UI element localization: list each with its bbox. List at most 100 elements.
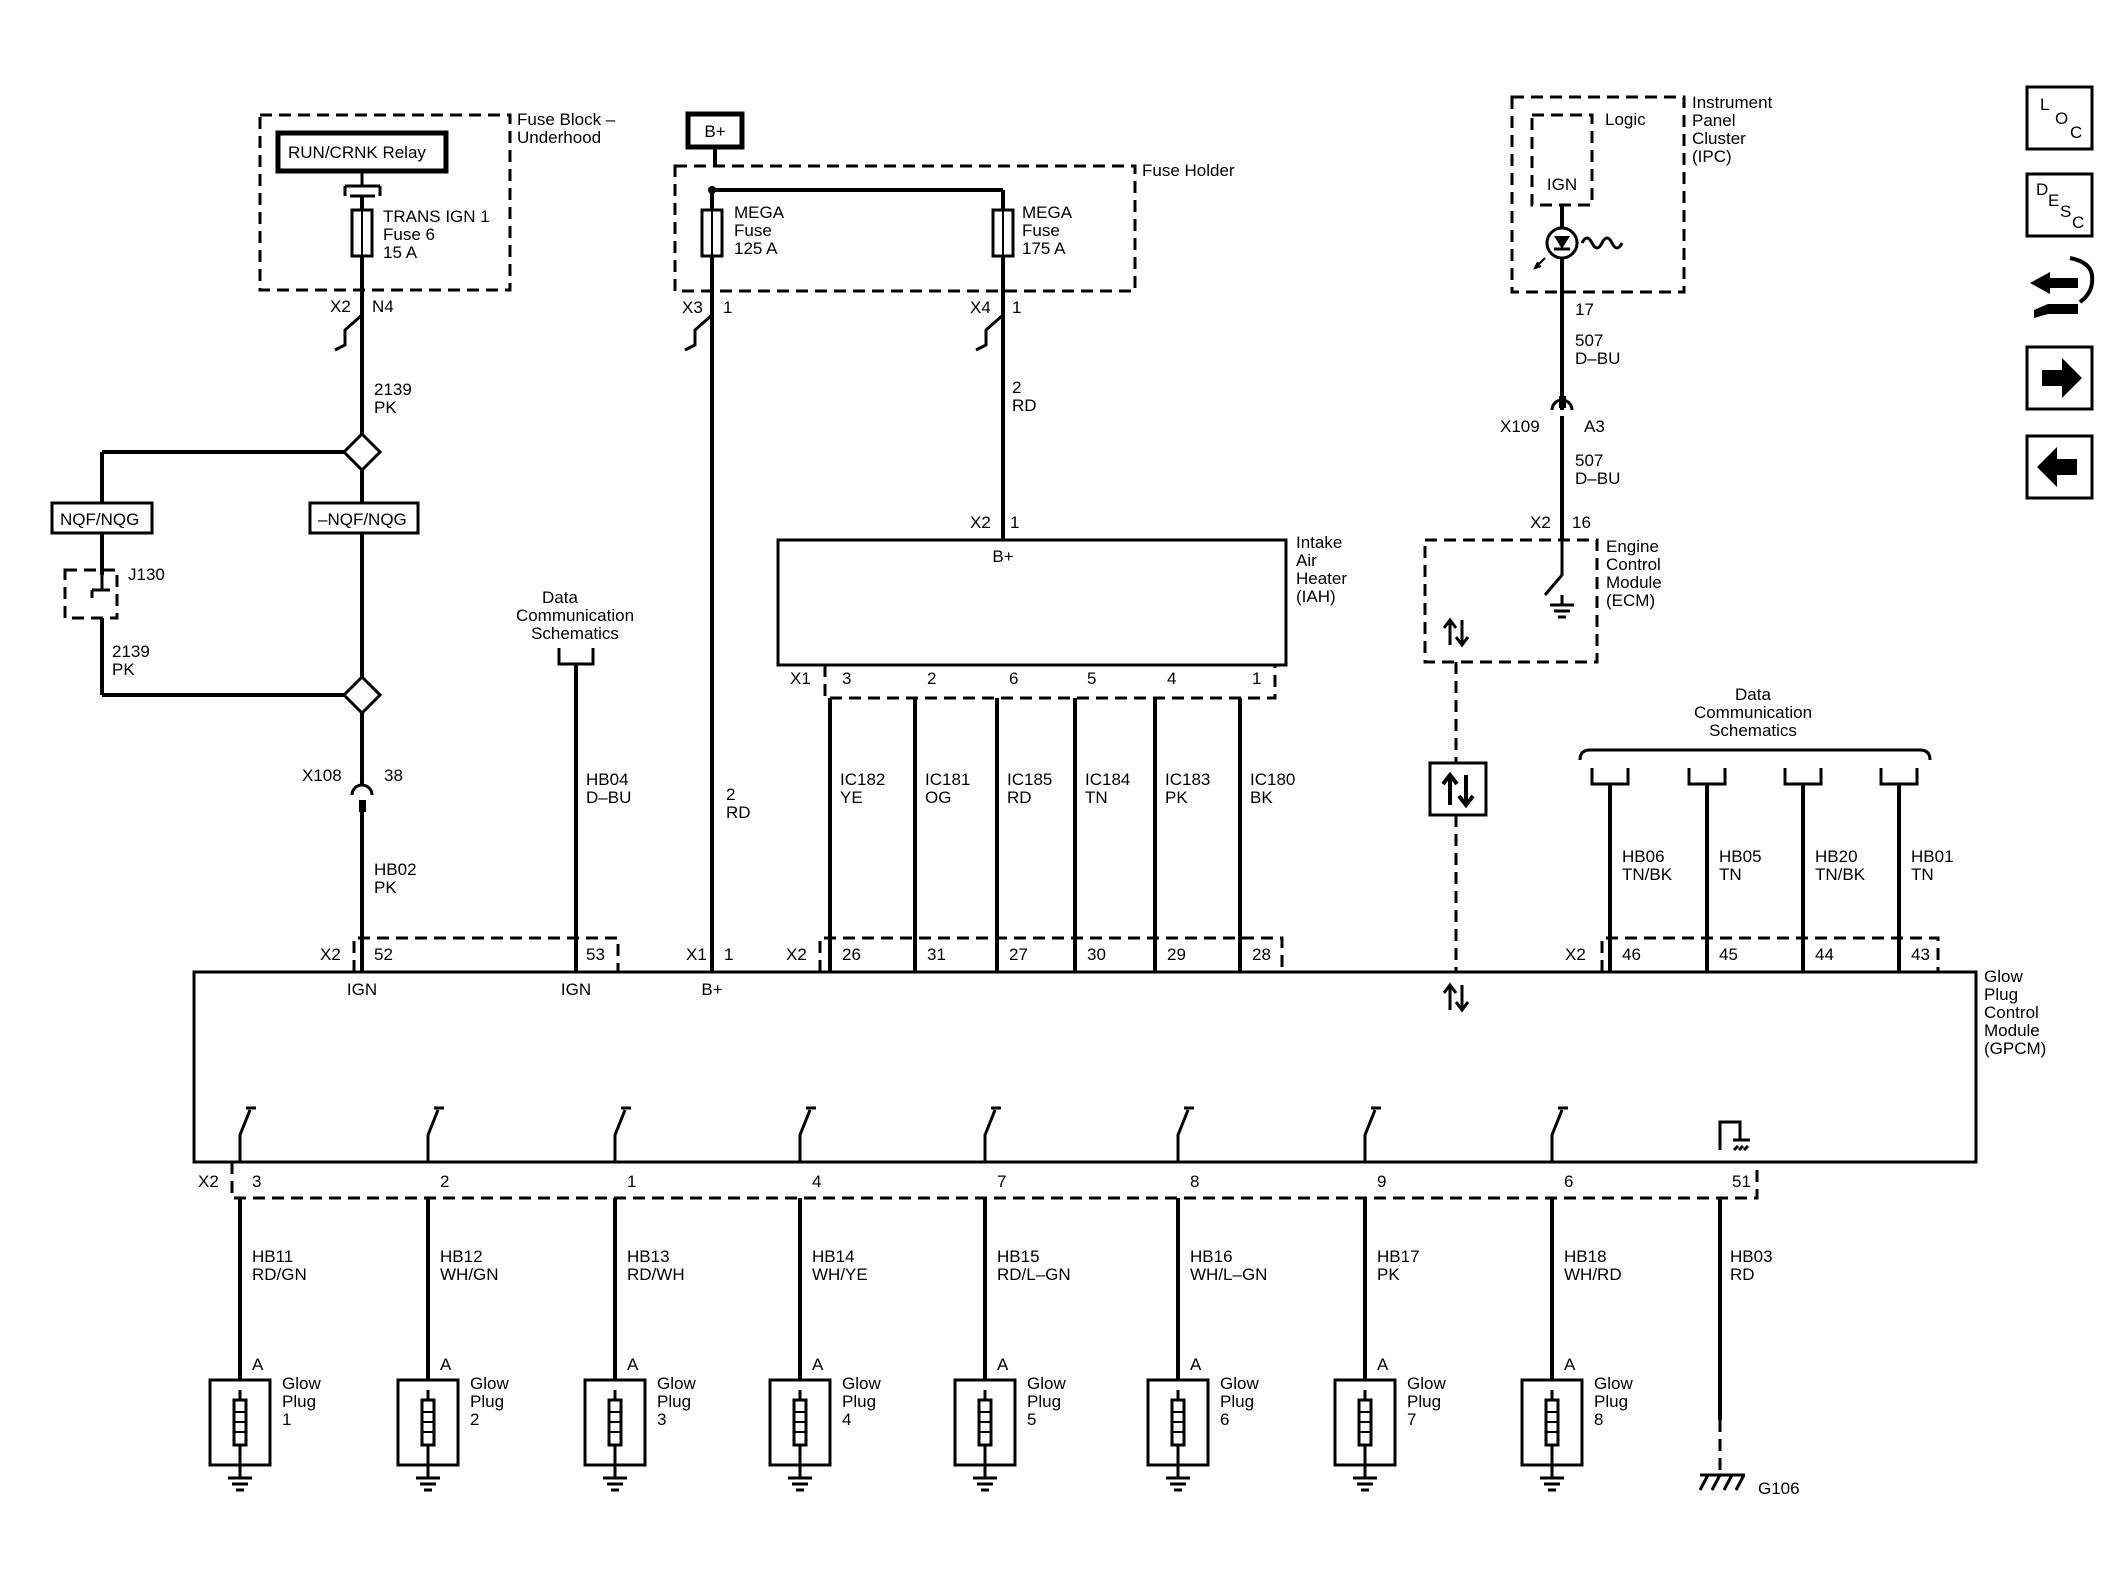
gpcm-bottom-pin-3: 4 — [812, 1172, 821, 1191]
glow-plug-pin-5: A — [1190, 1355, 1202, 1374]
glow-plug-label-1-1: Glow — [470, 1374, 509, 1393]
glow-plugs: HB11RD/GNAGlowPlug1HB12WH/GNAGlowPlug2HB… — [208, 1198, 1633, 1492]
glow-plug-wire-number-5: HB16 — [1190, 1247, 1233, 1266]
glow-plug-ground-icon — [1540, 1476, 1564, 1492]
dcs-right-link-icon-0[interactable] — [1590, 768, 1630, 786]
wire-2rd-right-number: 2 — [1012, 378, 1021, 397]
gpcm-right-pin-2: 44 — [1815, 945, 1834, 964]
gpcm-ign-label-1: IGN — [347, 980, 377, 999]
data-comm-schematics-left: Data Communication Schematics HB04 D–BU — [516, 588, 634, 972]
right-wire-color-2: TN/BK — [1815, 865, 1866, 884]
ground-g106: HB03 RD G106 — [1698, 1198, 1800, 1498]
glow-plug-number-2: 3 — [657, 1410, 666, 1429]
glow-plug-wire-color-6: PK — [1377, 1265, 1400, 1284]
next-page-button[interactable] — [2025, 345, 2094, 411]
glow-plug-label-1-6: Glow — [1407, 1374, 1446, 1393]
fuse-b-connector: X4 — [970, 298, 991, 317]
dcs-right-line-2: Communication — [1694, 703, 1812, 722]
previous-page-button[interactable] — [2025, 434, 2094, 500]
iah-wire-color-4: PK — [1165, 788, 1188, 807]
glow-plug-label-1-5: Glow — [1220, 1374, 1259, 1393]
gpcm-driver-switch-icon-4 — [983, 1106, 1001, 1162]
gpcm-pin-52: 52 — [374, 945, 393, 964]
glow-plug-ground-icon — [416, 1476, 440, 1492]
iah-pin-0: 3 — [842, 669, 851, 688]
arrow-left-icon — [2037, 447, 2077, 487]
iah-wire-color-2: RD — [1007, 788, 1032, 807]
ground-g106-icon — [1698, 1473, 1746, 1491]
gpcm-bottom-pin-5: 8 — [1190, 1172, 1199, 1191]
location-button[interactable]: L O C — [2025, 85, 2094, 151]
glow-plug-label-1-2: Glow — [657, 1374, 696, 1393]
iah-connector-top: X2 — [970, 513, 991, 532]
desc-letter-e: E — [2048, 191, 2059, 210]
gpcm-chassis-ground-icon — [1718, 1120, 1750, 1152]
gpcm-connector-x2-top-c — [1600, 936, 1940, 972]
gpcm-driver-switch-icon-1 — [426, 1106, 444, 1162]
ecm-ground-icon — [1550, 595, 1574, 619]
gpcm-driver-switch-icon-2 — [613, 1106, 631, 1162]
gpcm-bottom-connector: X2 — [198, 1172, 219, 1191]
wire-2139-color: PK — [374, 398, 397, 417]
gpcm-title-2: Plug — [1984, 985, 2018, 1004]
hb02-color: PK — [374, 878, 397, 897]
gpcm-bplus-label: B+ — [701, 980, 722, 999]
ipc-pin: 17 — [1575, 300, 1594, 319]
x109-connector: X109 — [1500, 417, 1540, 436]
gpcm-iah-pin-0: 26 — [842, 945, 861, 964]
ipc-wire-2-number: 507 — [1575, 451, 1603, 470]
glow-plug-number-1: 2 — [470, 1410, 479, 1429]
gpcm-title-4: Module — [1984, 1021, 2040, 1040]
fuse-a-pin: 1 — [723, 298, 732, 317]
ipc-title-3: Cluster — [1692, 129, 1746, 148]
hb04-color: D–BU — [586, 788, 631, 807]
glow-plug-ground-icon — [603, 1476, 627, 1492]
gpcm-iah-pin-5: 28 — [1252, 945, 1271, 964]
ecm-title-1: Engine — [1606, 537, 1659, 556]
splice-diamond-top — [341, 431, 383, 473]
glow-plug-wire-number-0: HB11 — [252, 1247, 293, 1266]
dcs-right-link-icon-1[interactable] — [1687, 768, 1727, 786]
dcs-right-link-icon-2[interactable] — [1783, 768, 1823, 786]
glow-plug-label-1-4: Glow — [1027, 1374, 1066, 1393]
ecm-title-3: Module — [1606, 573, 1662, 592]
glow-plug-pin-2: A — [627, 1355, 639, 1374]
fuse-holder-title: Fuse Holder — [1142, 161, 1235, 180]
navigation-buttons: L O C D E S C — [2025, 85, 2095, 500]
ipc-title-4: (IPC) — [1692, 147, 1732, 166]
dcs-right-link-icon-3[interactable] — [1879, 768, 1919, 786]
gpcm-pin-53: 53 — [586, 945, 605, 964]
x108-connector: X108 — [302, 766, 342, 785]
ipc-wire-1-color: D–BU — [1575, 349, 1620, 368]
description-button[interactable]: D E S C — [2025, 172, 2094, 238]
right-wire-number-2: HB20 — [1815, 847, 1858, 866]
fuse-6-name: TRANS IGN 1 — [383, 207, 490, 226]
loc-letter-c: C — [2070, 123, 2082, 142]
fuse-b-line-3: 175 A — [1022, 239, 1066, 258]
wire-2rd-right-color: RD — [1012, 396, 1037, 415]
glow-plug-pin-3: A — [812, 1355, 824, 1374]
connector-view-button[interactable] — [2030, 256, 2095, 318]
right-wire-color-3: TN — [1911, 865, 1934, 884]
run-crnk-relay-label: RUN/CRNK Relay — [288, 143, 426, 162]
ecm-connector: X2 — [1530, 513, 1551, 532]
gpcm-title-1: Glow — [1984, 967, 2023, 986]
fuse-block-title-2: Underhood — [517, 128, 601, 147]
glow-plug-wire-number-1: HB12 — [440, 1247, 483, 1266]
glow-plug-label-1-0: Glow — [282, 1374, 321, 1393]
dcs-left-link-icon[interactable] — [557, 648, 595, 666]
ipc-ign-label: IGN — [1547, 175, 1577, 194]
gpcm-title-5: (GPCM) — [1984, 1039, 2046, 1058]
iah-title-1: Intake — [1296, 533, 1342, 552]
glow-plug-ground-icon — [1353, 1476, 1377, 1492]
iah-connector-dashed — [823, 665, 1277, 700]
iah-wire-color-0: YE — [840, 788, 863, 807]
connector-x2-icon — [334, 313, 363, 352]
dcs-left-line-3: Schematics — [531, 624, 619, 643]
iah-wire-number-5: IC180 — [1250, 770, 1295, 789]
iah-wire-color-1: OG — [925, 788, 951, 807]
ecm-pin: 16 — [1572, 513, 1591, 532]
glow-plug-label-1-7: Glow — [1594, 1374, 1633, 1393]
